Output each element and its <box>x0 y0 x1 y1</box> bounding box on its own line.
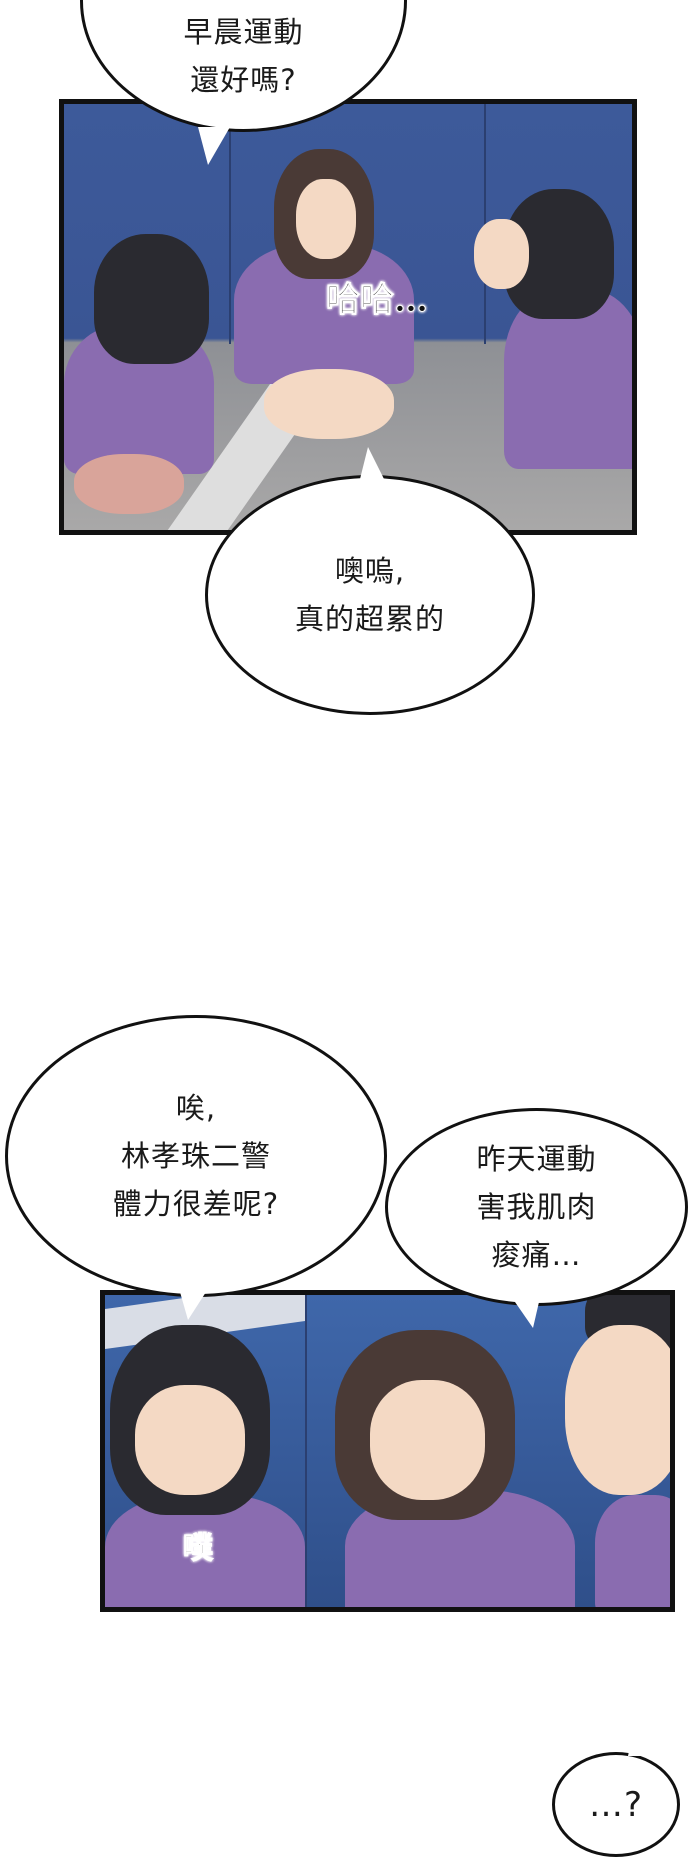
dialogue-line: 昨天運動 <box>476 1142 597 1176</box>
bubble-tail <box>198 127 230 165</box>
wall-seam <box>229 104 231 344</box>
bubble-tail <box>360 447 384 479</box>
bubble-tail <box>515 1302 539 1328</box>
dialogue-line: 體力很差呢? <box>112 1187 280 1221</box>
dialogue-line: 唉, <box>175 1091 217 1125</box>
dialogue-line: …? <box>588 1784 644 1825</box>
comic-panel-2: 噗 <box>100 1290 675 1612</box>
wall-seam <box>305 1295 307 1607</box>
dialogue-line: 早晨運動 <box>183 15 304 49</box>
speech-bubble-bottom: 噢嗚, 真的超累的 <box>205 475 535 715</box>
bubble-tail <box>628 1726 648 1756</box>
speech-bubble-left: 唉, 林孝珠二警 體力很差呢? <box>5 1015 387 1297</box>
speech-bubble-small: …? <box>552 1752 680 1857</box>
dialogue-line: 痠痛… <box>491 1238 582 1272</box>
giggle-sfx: 噗 <box>183 1531 214 1567</box>
dialogue-line: 還好嗎? <box>190 63 297 97</box>
dialogue-line: 真的超累的 <box>294 602 445 636</box>
dialogue-line: 害我肌肉 <box>476 1190 597 1224</box>
dialogue-line: 林孝珠二警 <box>120 1139 271 1173</box>
dialogue-line: 噢嗚, <box>334 554 406 588</box>
comic-panel-1: 哈哈… <box>59 99 637 535</box>
speech-bubble-right: 昨天運動 害我肌肉 痠痛… <box>385 1108 688 1306</box>
bubble-tail <box>180 1292 206 1320</box>
laugh-sfx: 哈哈… <box>326 280 429 321</box>
